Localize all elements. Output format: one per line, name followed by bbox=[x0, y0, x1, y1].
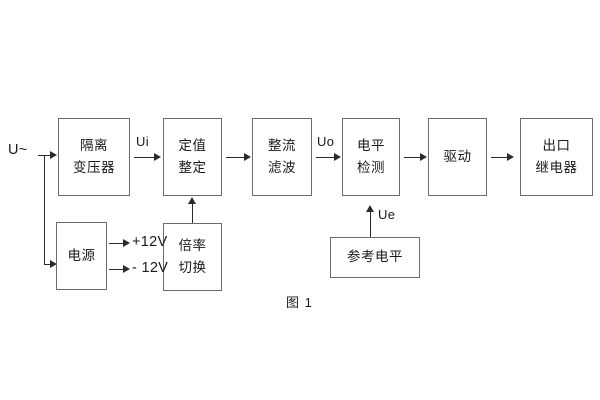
connector-multiplier-to-setpoint bbox=[192, 203, 193, 223]
signal-label-ui: Ui bbox=[136, 134, 149, 149]
connector-to-transformer bbox=[44, 155, 52, 156]
block-level-detect-line2: 检测 bbox=[357, 159, 385, 175]
block-reference-level-line1: 参考电平 bbox=[347, 249, 403, 265]
arrow-level-detect-to-driver-icon bbox=[420, 153, 427, 161]
arrow-rectify-to-level-detect-icon bbox=[334, 153, 341, 161]
arrow-driver-to-output-relay-icon bbox=[507, 153, 514, 161]
connector-to-power-supply bbox=[44, 264, 52, 265]
block-rectify-filter-line2: 滤波 bbox=[268, 159, 296, 175]
block-reference-level[interactable]: 参考电平 bbox=[330, 237, 420, 278]
block-level-detect[interactable]: 电平 检测 bbox=[342, 118, 400, 196]
input-label-u-ac: U~ bbox=[8, 142, 28, 158]
block-isolation-transformer[interactable]: 隔离 变压器 bbox=[58, 118, 130, 196]
block-setpoint-adjust-line2: 整定 bbox=[178, 159, 207, 175]
block-setpoint-adjust[interactable]: 定值 整定 bbox=[163, 118, 222, 196]
connector-input-trunk bbox=[44, 155, 45, 265]
arrow-transformer-to-setpoint-icon bbox=[154, 153, 161, 161]
arrow-reference-to-level-detect-icon bbox=[366, 205, 374, 212]
block-isolation-transformer-line2: 变压器 bbox=[73, 159, 115, 175]
arrow-rail-positive-icon bbox=[123, 239, 130, 247]
block-output-relay-line2: 继电器 bbox=[535, 159, 578, 175]
block-power-supply[interactable]: 电源 bbox=[56, 222, 107, 290]
connector-transformer-to-setpoint bbox=[134, 157, 156, 158]
figure-caption: 图 1 bbox=[286, 295, 313, 310]
arrow-rail-negative-icon bbox=[123, 265, 130, 273]
block-driver[interactable]: 驱动 bbox=[428, 118, 487, 196]
block-level-detect-line1: 电平 bbox=[357, 138, 385, 154]
signal-label-uo: Uo bbox=[317, 134, 335, 149]
block-driver-line1: 驱动 bbox=[443, 148, 472, 164]
block-multiplier-switch-line1: 倍率 bbox=[178, 238, 207, 254]
block-rectify-filter-line1: 整流 bbox=[268, 138, 296, 154]
connector-rectify-to-level-detect bbox=[316, 157, 336, 158]
arrow-to-power-supply-icon bbox=[50, 260, 57, 268]
power-rail-negative-label: - 12V bbox=[132, 260, 169, 276]
arrow-to-transformer-icon bbox=[50, 151, 57, 159]
connector-rail-negative bbox=[109, 269, 125, 270]
block-multiplier-switch-line2: 切换 bbox=[178, 259, 207, 275]
block-power-supply-line1: 电源 bbox=[67, 247, 96, 263]
block-multiplier-switch[interactable]: 倍率 切换 bbox=[163, 223, 222, 291]
block-output-relay[interactable]: 出口 继电器 bbox=[520, 118, 593, 196]
arrow-setpoint-to-rectify-icon bbox=[244, 153, 251, 161]
connector-rail-positive bbox=[109, 243, 125, 244]
power-rail-positive-label: +12V bbox=[132, 234, 168, 250]
block-rectify-filter[interactable]: 整流 滤波 bbox=[252, 118, 312, 196]
block-output-relay-line1: 出口 bbox=[542, 138, 571, 154]
block-setpoint-adjust-line1: 定值 bbox=[178, 138, 207, 154]
connector-setpoint-to-rectify bbox=[226, 157, 246, 158]
signal-label-ue: Ue bbox=[378, 207, 396, 222]
block-isolation-transformer-line1: 隔离 bbox=[80, 138, 108, 154]
arrow-multiplier-to-setpoint-icon bbox=[188, 197, 196, 204]
connector-level-detect-to-driver bbox=[404, 157, 422, 158]
connector-driver-to-output-relay bbox=[491, 157, 509, 158]
connector-reference-to-level-detect bbox=[370, 211, 371, 237]
